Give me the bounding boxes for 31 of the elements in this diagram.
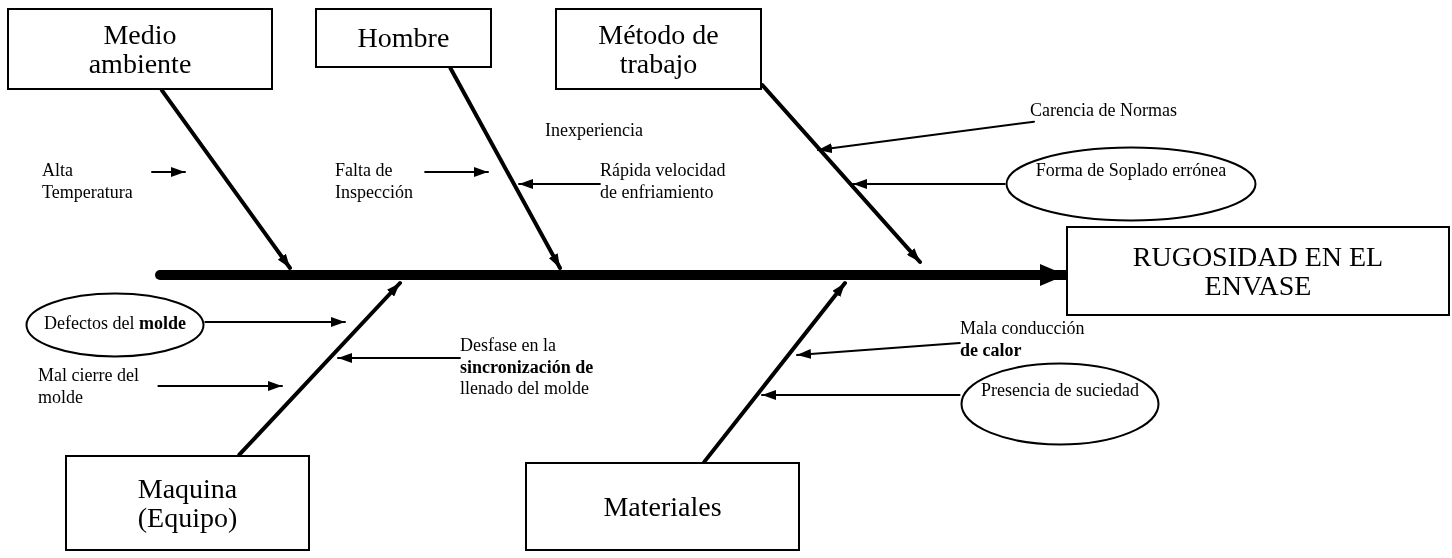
category-box: Materiales [525, 462, 800, 551]
cause-label: Rápida velocidad de enfriamiento [600, 160, 740, 204]
arrow [337, 353, 461, 363]
cause-ellipse: Presencia de suciedad [960, 362, 1160, 446]
cause-label: Carencia de Normas [1030, 100, 1177, 122]
arrow [424, 167, 489, 177]
arrow [796, 341, 961, 359]
category-box: Maquina (Equipo) [65, 455, 310, 551]
arrow [518, 179, 601, 189]
effect-box: RUGOSIDAD EN EL ENVASE [1066, 226, 1450, 316]
cause-ellipse: Defectos del molde [25, 292, 205, 358]
arrow [702, 281, 847, 464]
arrow [151, 167, 186, 177]
cause-label: Alta Temperatura [42, 160, 152, 204]
cause-label: Desfase en la sincronización de llenado del molde [460, 335, 610, 400]
cause-label: Mal cierre del molde [38, 365, 158, 409]
arrow [761, 390, 961, 400]
arrow [817, 120, 1035, 154]
category-box: Hombre [315, 8, 492, 68]
arrow [852, 179, 1006, 189]
cause-ellipse: Forma de Soplado errónea [1005, 146, 1257, 222]
cause-label: Mala conducción de calor [960, 318, 1100, 362]
arrow [157, 381, 283, 391]
arrow [204, 317, 346, 327]
cause-label: Falta de Inspección [335, 160, 425, 204]
arrow [448, 66, 562, 270]
arrow [159, 88, 292, 270]
arrow [237, 281, 402, 457]
category-box: Método de trabajo [555, 8, 762, 90]
cause-label: Inexperiencia [545, 120, 644, 142]
category-box: Medio ambiente [7, 8, 273, 90]
